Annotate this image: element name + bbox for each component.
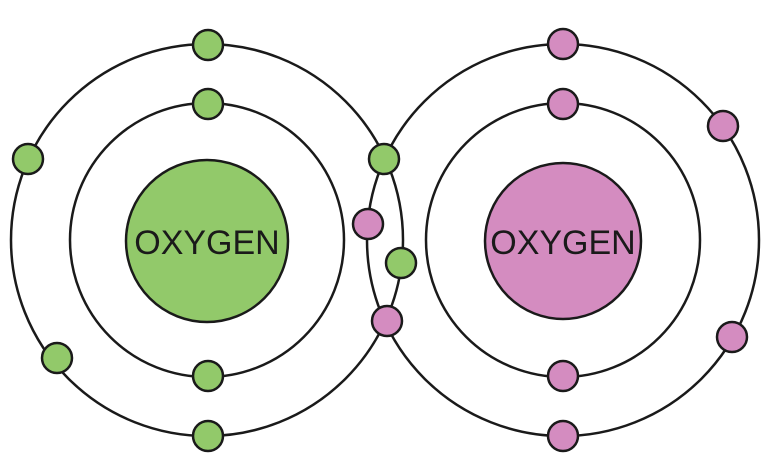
right-inner-electron (546, 359, 580, 393)
left-electrons (11, 28, 418, 453)
right-outer-electron (715, 320, 749, 354)
right-nucleus (483, 161, 643, 321)
right-outer-electron (706, 109, 740, 143)
left-shared-electron (367, 142, 401, 176)
right-shared-electron (370, 304, 404, 338)
left-shared-electron (384, 246, 418, 280)
left-outer-electron (11, 142, 45, 176)
left-inner-electron (191, 359, 225, 393)
right-nucleus-label: OXYGEN (490, 224, 635, 262)
left-outer-electron (191, 419, 225, 453)
right-outer-electron (546, 419, 580, 453)
right-inner-electron (546, 87, 580, 121)
left-outer-electron (191, 28, 225, 62)
left-nucleus (124, 158, 290, 324)
left-nucleus-label: OXYGEN (134, 224, 279, 262)
right-shared-electron (351, 207, 385, 241)
right-electrons (351, 27, 749, 453)
left-outer-electron (40, 341, 74, 375)
right-outer-electron (546, 27, 580, 61)
left-inner-electron (191, 87, 225, 121)
